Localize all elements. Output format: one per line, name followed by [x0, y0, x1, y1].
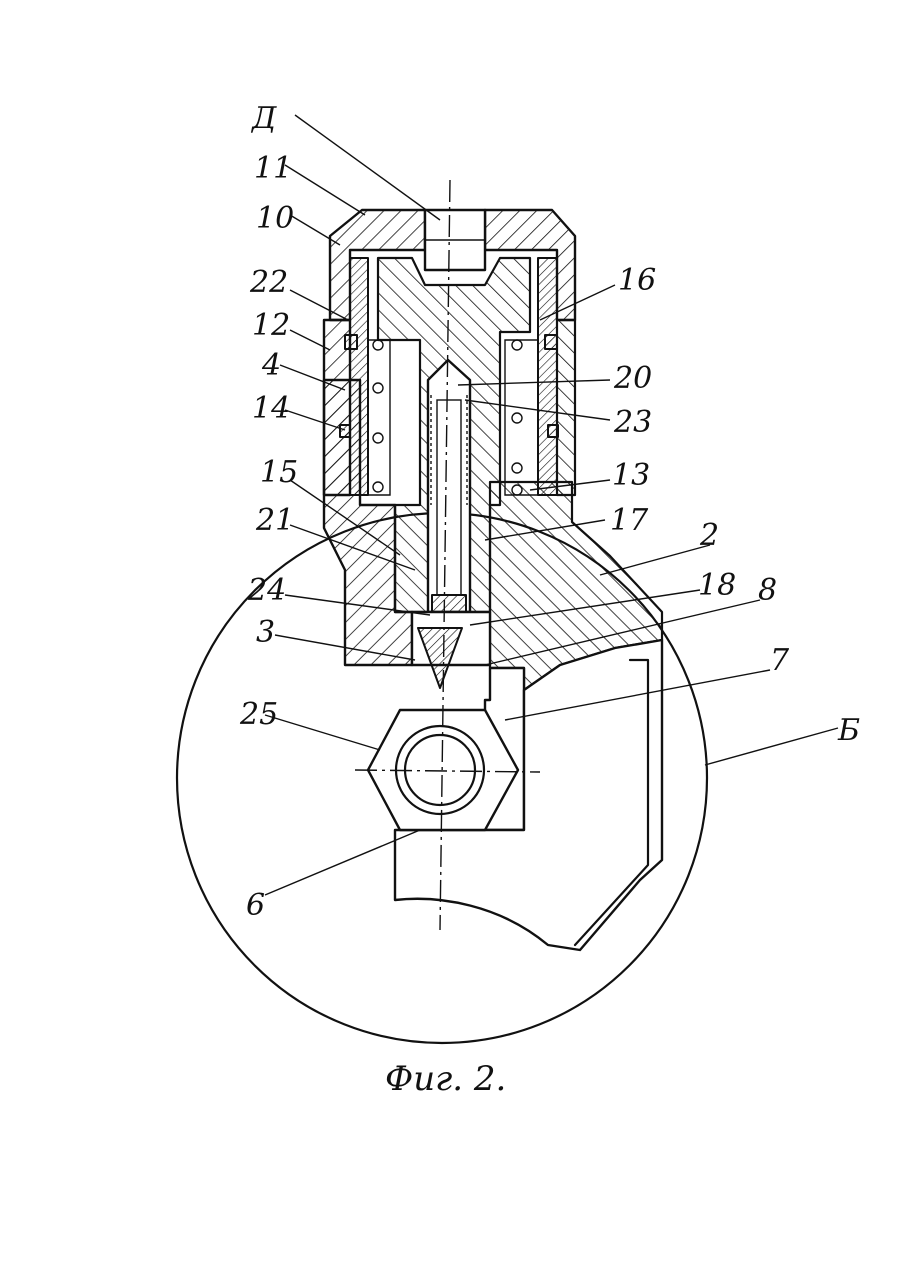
figure-caption: Фиг. 2. — [385, 1059, 506, 1099]
seal-left-mid — [340, 425, 350, 437]
label-4: 4 — [261, 348, 281, 383]
housing-right-wall — [557, 320, 575, 495]
label-7: 7 — [770, 643, 790, 678]
seal-left-top — [345, 335, 357, 349]
label-6: 6 — [246, 888, 265, 923]
label-22: 22 — [249, 265, 288, 300]
label-D: Д — [250, 101, 277, 136]
seal-right-top — [545, 335, 557, 349]
sleeve-left — [350, 258, 368, 495]
label-3: 3 — [256, 615, 275, 650]
label-10: 10 — [256, 201, 294, 236]
label-18: 18 — [698, 568, 736, 603]
label-24: 24 — [247, 573, 286, 608]
label-13: 13 — [612, 458, 650, 493]
label-11: 11 — [254, 151, 292, 186]
label-15: 15 — [260, 455, 298, 490]
inner-bore — [428, 360, 470, 612]
spring-left — [368, 340, 390, 495]
spring-right — [505, 340, 538, 495]
label-23: 23 — [613, 405, 652, 440]
sleeve-right — [538, 258, 557, 495]
pin-head-24 — [432, 595, 466, 613]
label-12: 12 — [252, 308, 290, 343]
label-16: 16 — [618, 263, 656, 298]
seal-right-mid — [548, 425, 558, 437]
label-17: 17 — [610, 503, 649, 538]
label-B: Б — [837, 713, 860, 748]
label-14: 14 — [252, 391, 290, 426]
label-2: 2 — [699, 518, 719, 553]
label-21: 21 — [255, 503, 294, 538]
label-20: 20 — [613, 361, 652, 396]
label-8: 8 — [758, 573, 777, 608]
label-25: 25 — [239, 697, 278, 732]
